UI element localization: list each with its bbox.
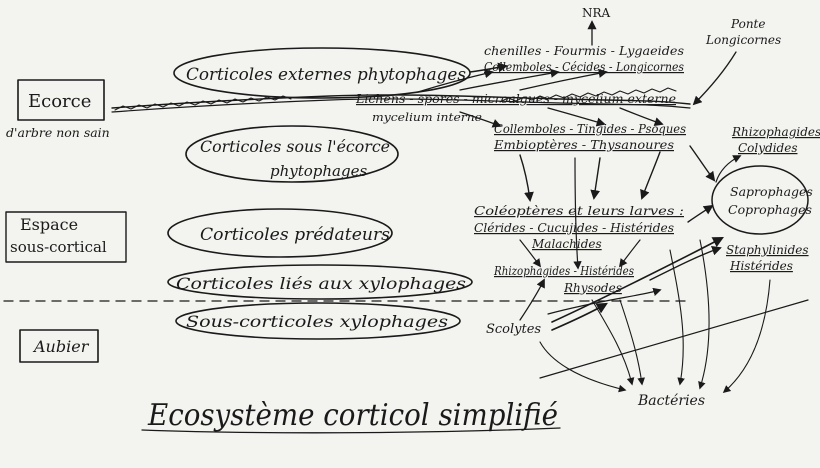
zone-sublabel-ecorce: d'arbre non sain <box>6 125 110 140</box>
diagram-title: Ecosystème corticol simplifié <box>147 398 558 433</box>
zone-label-espace-2: sous-cortical <box>10 238 107 256</box>
label-ponte-2: Longicornes <box>705 33 781 47</box>
group-oval-sous-corticoles <box>175 302 461 340</box>
bark-hatch <box>111 87 691 113</box>
label-row1b: Collemboles - Cécides - Longicornes <box>484 60 684 74</box>
zone-box-ecorce <box>17 79 105 121</box>
zone-box-espace <box>5 211 127 263</box>
group-label-externes: Corticoles externes phytophages <box>186 65 466 85</box>
label-row3b: Clérides - Cucujides - Histérides <box>474 221 674 235</box>
group-label-predateurs: Corticoles prédateurs <box>200 225 390 245</box>
zone-box-aubier <box>19 329 99 363</box>
label-rhizophagides-right: Rhizophagides <box>731 125 820 139</box>
arrows <box>417 20 809 394</box>
label-row2a: Collemboles - Tingides - Psoques <box>494 122 686 136</box>
label-row3a: Coléoptères et leurs larves : <box>474 204 684 218</box>
label-row4b: Rhysodes <box>563 281 622 295</box>
group-label-sous-ecorce-1: Corticoles sous l'écorce <box>200 137 390 156</box>
group-oval-lies-xylophages <box>167 264 473 300</box>
label-staphylinides: Staphylinides <box>726 243 809 257</box>
zone-label-aubier: Aubier <box>32 337 90 356</box>
label-histerides-right: Histérides <box>729 259 793 273</box>
label-colydides: Colydides <box>738 141 797 155</box>
label-coprophages: Coprophages <box>728 202 812 217</box>
label-mycelium-interne: mycelium interne <box>372 111 483 124</box>
title-underline <box>141 427 561 434</box>
group-label-lies-xylophages: Corticoles liés aux xylophages <box>176 274 466 293</box>
group-oval-sous-ecorce <box>185 125 399 183</box>
zone-label-espace-1: Espace <box>20 215 78 234</box>
group-label-sous-corticoles: Sous-corticoles xylophages <box>186 312 448 331</box>
label-bacteries: Bactéries <box>637 393 705 409</box>
label-ponte-1: Ponte <box>730 17 765 31</box>
group-oval-predateurs <box>167 208 393 258</box>
label-lichens: Lichens - spores - microalgues - myceliu… <box>355 92 676 106</box>
group-label-sous-ecorce-2: phytophages <box>270 162 367 180</box>
label-saprophages: Saprophages <box>730 184 813 199</box>
zone-label-ecorce: Ecorce <box>28 91 91 112</box>
group-oval-externes <box>173 47 471 99</box>
label-row4a: Rhizophagides - Histérides <box>493 264 634 278</box>
label-scolytes: Scolytes <box>486 322 541 337</box>
label-nra: NRA <box>582 6 611 20</box>
label-row1a: chenilles - Fourmis - Lygaeides <box>484 44 684 58</box>
label-row2b: Embioptères - Thysanoures <box>493 138 674 152</box>
label-row3c: Malachides <box>531 237 602 251</box>
saprophages-circle <box>711 165 809 235</box>
